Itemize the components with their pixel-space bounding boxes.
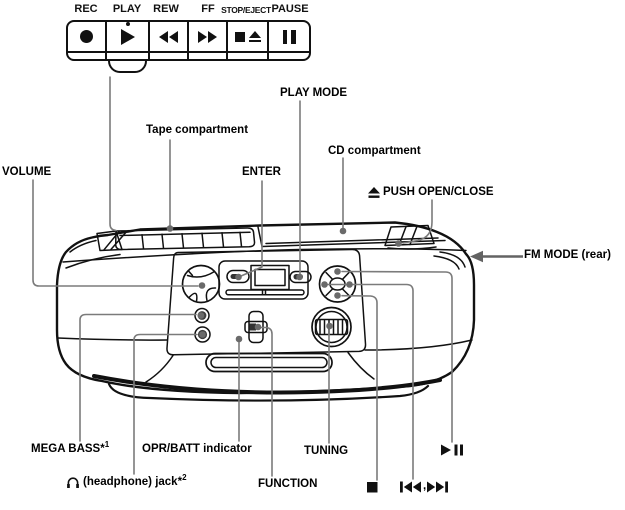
- leader-function: [260, 326, 273, 477]
- tuning-label: TUNING: [304, 445, 349, 457]
- rec-key: [68, 22, 107, 59]
- top-tape-keys: [114, 227, 256, 251]
- function-label: FUNCTION: [258, 478, 318, 490]
- play-key-tab: [108, 60, 147, 73]
- prev-next-label: ,: [400, 480, 449, 493]
- next-icon-part: [427, 481, 449, 493]
- ff-key-label: FF: [201, 3, 215, 15]
- leader-prev-next: [326, 283, 414, 480]
- opr-batt-label: OPR/BATT indicator: [142, 443, 252, 455]
- headphone-icon: [67, 477, 79, 488]
- rewind-icon: [159, 22, 178, 51]
- tuning-dial: [311, 306, 352, 348]
- leader-volume: [32, 179, 199, 287]
- control-panel: [166, 248, 367, 356]
- leader-headphone: [133, 333, 198, 475]
- stop-eject-key: [228, 22, 269, 59]
- record-icon: [80, 22, 93, 51]
- ff-key: [189, 22, 228, 59]
- enter-button: [226, 269, 250, 284]
- display-panel: [218, 260, 309, 300]
- leader-play-key: [109, 76, 117, 232]
- pause-key-label: PAUSE: [271, 3, 309, 15]
- headphone-jack-label: (headphone) jack*2: [66, 474, 187, 489]
- eject-icon: [368, 187, 380, 198]
- fm-mode-label: FM MODE (rear): [524, 249, 611, 261]
- open-close-button: [384, 224, 435, 247]
- mega-bass-button: [194, 307, 210, 324]
- stop-eject-icon: [234, 22, 261, 51]
- rec-key-label: REC: [74, 3, 98, 15]
- play-key-label: PLAY: [112, 3, 142, 15]
- leader-lines: [32, 76, 453, 481]
- push-open-close-label: PUSH OPEN/CLOSE: [368, 186, 494, 199]
- leader-dots: [166, 225, 402, 343]
- tape-compartment-label: Tape compartment: [146, 124, 249, 136]
- play-icon: [120, 21, 135, 51]
- stop-eject-key-label: STOP/EJECT: [221, 5, 271, 15]
- volume-label: VOLUME: [2, 166, 52, 178]
- stop-icon: [367, 482, 378, 493]
- mega-bass-label: MEGA BASS*1: [31, 440, 110, 455]
- grip-recess: [205, 352, 333, 373]
- fm-mode-arrow: [470, 250, 523, 263]
- rew-key: [150, 22, 189, 59]
- stop-label: [367, 482, 378, 493]
- pause-key: [269, 22, 309, 59]
- play-pause-label: [441, 444, 467, 456]
- leader-mega-bass: [79, 313, 197, 442]
- play-mode-label: PLAY MODE: [280, 87, 348, 99]
- leader-enter: [240, 180, 263, 277]
- play-key: [107, 21, 150, 59]
- pause-icon: [282, 22, 296, 51]
- cd-compartment-label: CD compartment: [328, 145, 421, 157]
- leader-stop: [341, 294, 378, 481]
- play-pause-icon: [441, 444, 463, 456]
- transport-key-block: [66, 20, 311, 61]
- leader-push-open: [402, 199, 433, 244]
- fast-forward-icon: [198, 22, 217, 51]
- rew-key-label: REW: [153, 3, 179, 15]
- leader-play-pause: [341, 270, 453, 443]
- enter-label: ENTER: [242, 166, 281, 178]
- prev-next-icon: [400, 481, 421, 493]
